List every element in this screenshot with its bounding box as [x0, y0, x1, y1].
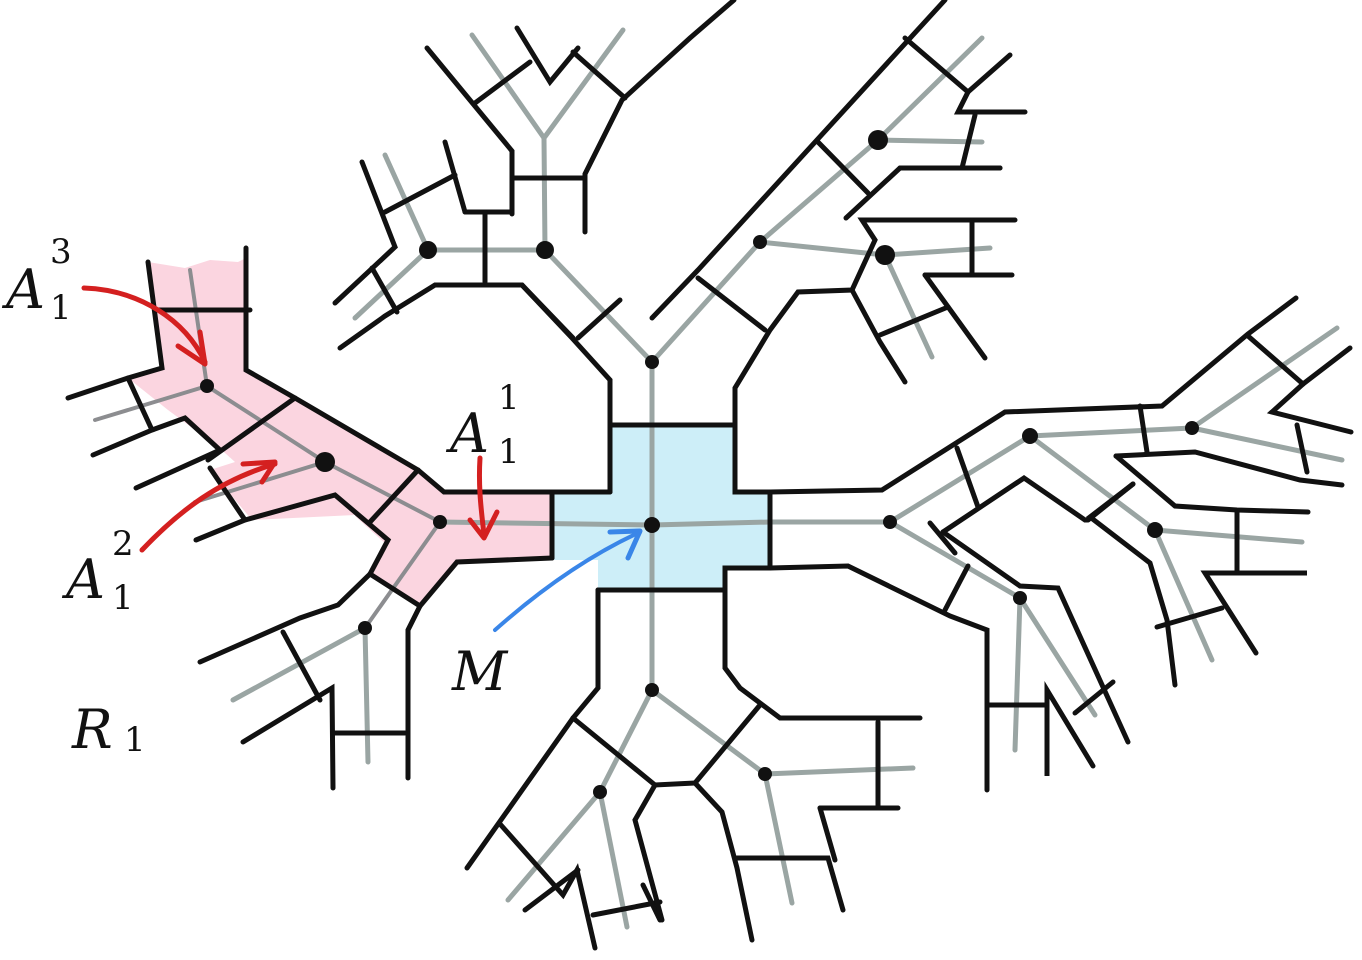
annotation-arrows	[81, 285, 643, 632]
arrow-a1-3	[81, 285, 208, 365]
tree-nodes	[200, 130, 1199, 799]
arrow-a1-2	[139, 461, 278, 553]
central-node	[644, 517, 660, 533]
arrow-m	[493, 530, 642, 632]
label-r1: R 1	[72, 698, 146, 761]
label-a1-3: A 3 1	[6, 232, 72, 328]
label-a1-2: A 2 1	[66, 524, 134, 618]
label-m: M	[452, 640, 508, 703]
label-a1-1: A 1 1	[450, 378, 520, 472]
arrow-a1-1	[476, 455, 487, 538]
corridor-walls	[65, 0, 1354, 951]
